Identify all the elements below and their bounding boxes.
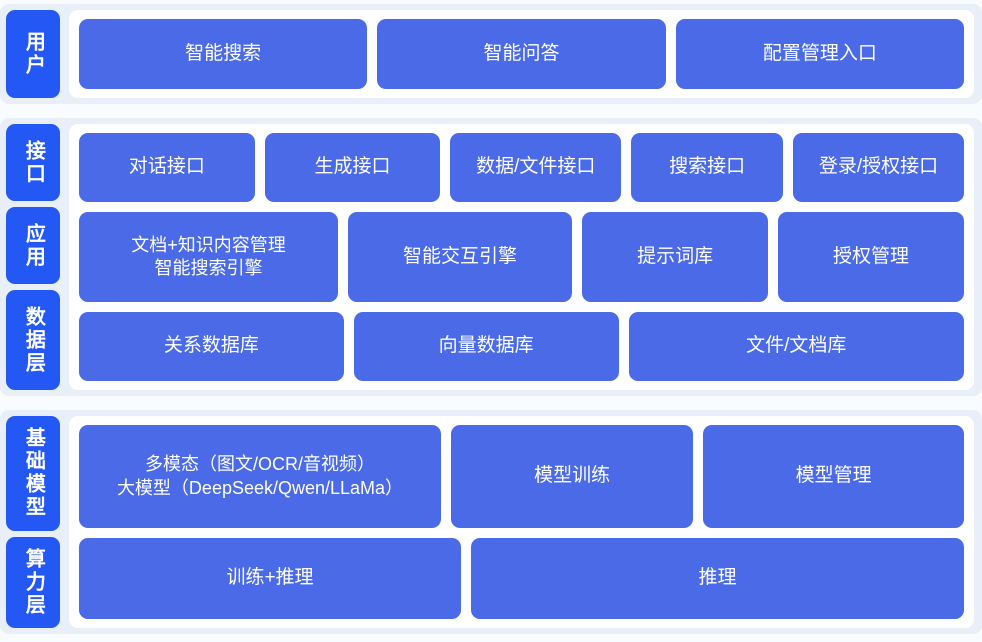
chip-intelligent-interaction-engine[interactable]: 智能交互引擎	[347, 211, 573, 303]
white-card-user: 智能搜索 智能问答 配置管理入口	[69, 10, 974, 98]
chip-dialog-api[interactable]: 对话接口	[79, 133, 255, 202]
chip-intelligent-search[interactable]: 智能搜索	[79, 19, 368, 89]
chip-row-interface: 对话接口 生成接口 数据/文件接口 搜索接口 登录/授权接口	[79, 133, 964, 202]
vertical-tab-user[interactable]: 用户	[6, 10, 60, 98]
card-column-user: 智能搜索 智能问答 配置管理入口	[69, 10, 974, 98]
vertical-tab-data-layer[interactable]: 数据层	[6, 290, 60, 390]
white-card-infrastructure: 多模态（图文/OCR/音视频） 大模型（DeepSeek/Qwen/LLaMa）…	[69, 416, 974, 628]
vertical-tab-label: 用户	[22, 31, 45, 77]
tab-column-application: 接口 应用 数据层	[6, 124, 60, 390]
chip-document-knowledge-management[interactable]: 文档+知识内容管理 智能搜索引擎	[79, 211, 338, 303]
band-user: 用户 智能搜索 智能问答 配置管理入口	[0, 4, 982, 104]
chip-row-compute: 训练+推理 推理	[79, 538, 964, 619]
vertical-tab-label: 算力层	[22, 547, 45, 617]
white-card-application: 对话接口 生成接口 数据/文件接口 搜索接口 登录/授权接口 文档+知识内容管理…	[69, 124, 974, 390]
chip-prompt-library[interactable]: 提示词库	[582, 211, 769, 303]
vertical-tab-compute-layer[interactable]: 算力层	[6, 536, 60, 628]
chip-training-plus-inference[interactable]: 训练+推理	[79, 538, 461, 619]
chip-data-file-api[interactable]: 数据/文件接口	[450, 133, 622, 202]
chip-file-document-store[interactable]: 文件/文档库	[628, 312, 965, 382]
vertical-tab-label: 接口	[22, 139, 45, 186]
band-application: 接口 应用 数据层 对话接口 生成接口 数据/文件接口 搜索接口 登录/授权接口…	[0, 118, 982, 396]
chip-relational-database[interactable]: 关系数据库	[79, 312, 344, 382]
chip-intelligent-qa[interactable]: 智能问答	[377, 19, 666, 89]
vertical-tab-label: 数据层	[22, 305, 45, 375]
vertical-tab-label: 基础模型	[22, 427, 45, 520]
chip-vector-database[interactable]: 向量数据库	[353, 312, 619, 382]
vertical-tab-application[interactable]: 应用	[6, 207, 60, 284]
card-column-application: 对话接口 生成接口 数据/文件接口 搜索接口 登录/授权接口 文档+知识内容管理…	[69, 124, 974, 390]
chip-login-auth-api[interactable]: 登录/授权接口	[793, 133, 964, 202]
chip-row-base-model: 多模态（图文/OCR/音视频） 大模型（DeepSeek/Qwen/LLaMa）…	[79, 425, 964, 529]
chip-inference[interactable]: 推理	[471, 538, 964, 619]
tab-column-user: 用户	[6, 10, 60, 98]
chip-row-user: 智能搜索 智能问答 配置管理入口	[79, 19, 964, 89]
chip-row-application: 文档+知识内容管理 智能搜索引擎 智能交互引擎 提示词库 授权管理	[79, 211, 964, 303]
band-infrastructure: 基础模型 算力层 多模态（图文/OCR/音视频） 大模型（DeepSeek/Qw…	[0, 410, 982, 634]
vertical-tab-base-model[interactable]: 基础模型	[6, 416, 60, 531]
chip-authorization-management[interactable]: 授权管理	[778, 211, 964, 303]
chip-generation-api[interactable]: 生成接口	[264, 133, 441, 202]
card-column-infrastructure: 多模态（图文/OCR/音视频） 大模型（DeepSeek/Qwen/LLaMa）…	[69, 416, 974, 628]
vertical-tab-interface[interactable]: 接口	[6, 124, 60, 201]
chip-model-management[interactable]: 模型管理	[703, 425, 964, 529]
chip-config-management-entry[interactable]: 配置管理入口	[675, 19, 964, 89]
chip-multimodal-large-model[interactable]: 多模态（图文/OCR/音视频） 大模型（DeepSeek/Qwen/LLaMa）	[79, 425, 442, 529]
tab-column-infrastructure: 基础模型 算力层	[6, 416, 60, 628]
vertical-tab-label: 应用	[22, 222, 45, 269]
chip-search-api[interactable]: 搜索接口	[631, 133, 784, 202]
chip-model-training[interactable]: 模型训练	[451, 425, 694, 529]
chip-row-data: 关系数据库 向量数据库 文件/文档库	[79, 312, 965, 382]
